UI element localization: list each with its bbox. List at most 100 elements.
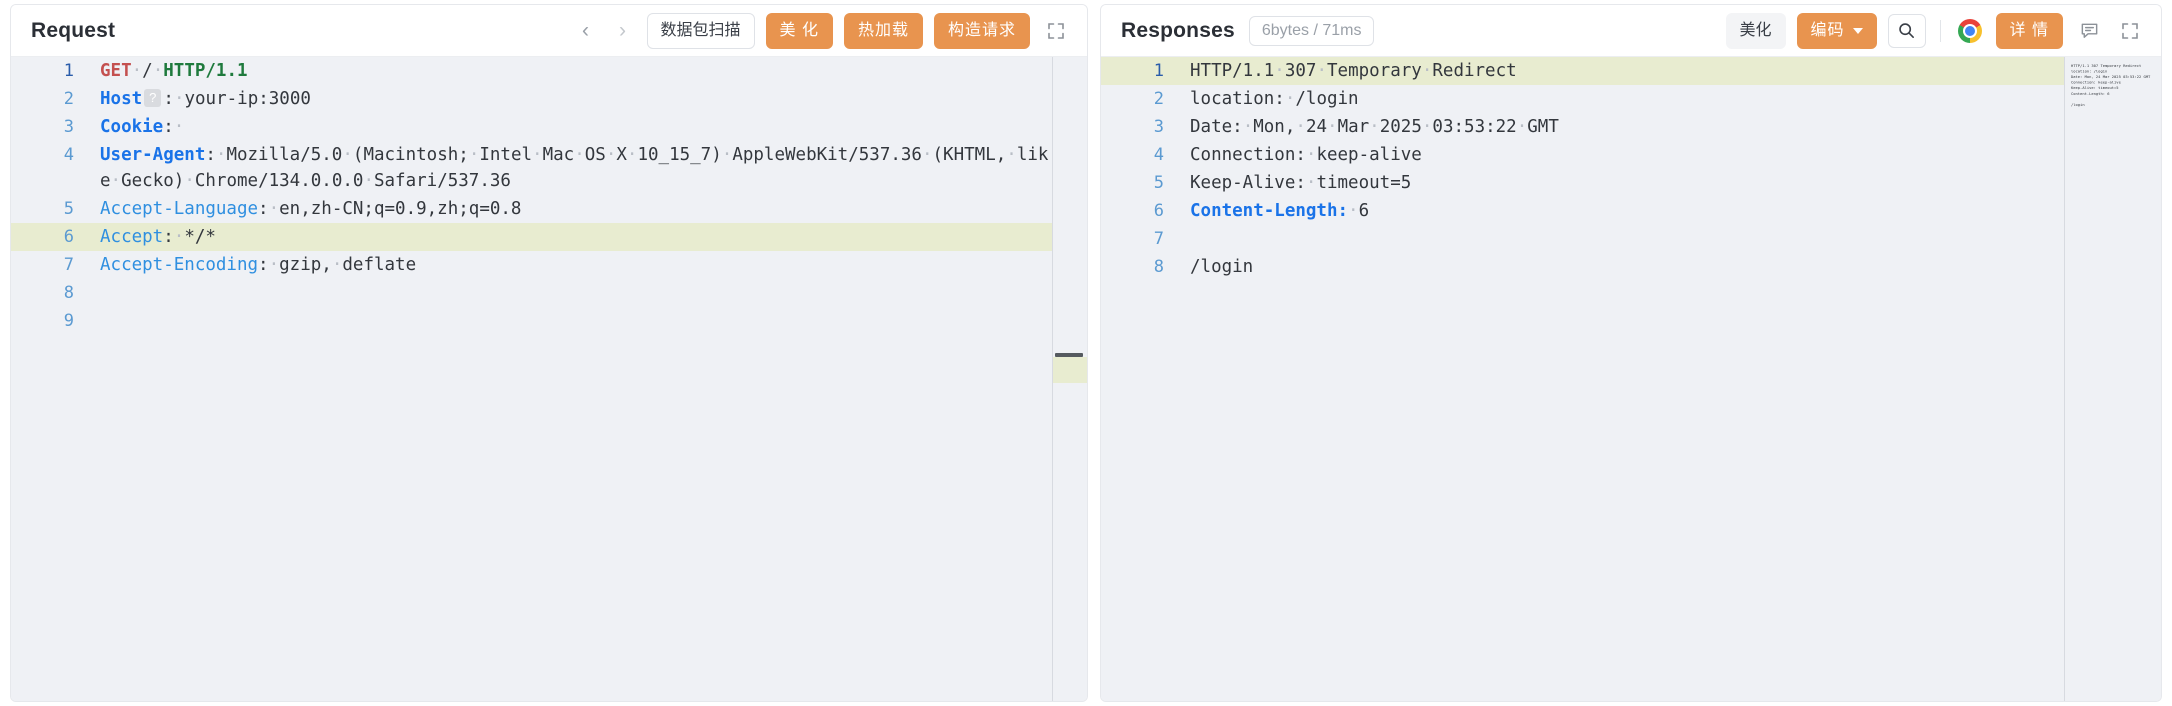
line-content: Accept-Language:·en,zh-CN;q=0.9,zh;q=0.8 xyxy=(92,195,1052,223)
code-token: · xyxy=(468,145,480,165)
code-token: Mar xyxy=(1337,117,1370,137)
line-content: Date:·Mon,·24·Mar·2025·03:53:22·GMT xyxy=(1182,113,2064,141)
code-token: : xyxy=(163,227,174,247)
response-beautify-button[interactable]: 美化 xyxy=(1725,12,1786,49)
line-number: 9 xyxy=(63,311,74,331)
code-line[interactable]: 9 xyxy=(11,307,1052,335)
response-minimap[interactable]: HTTP/1.1 307 Temporary Redirect location… xyxy=(2064,57,2161,701)
packet-scan-button[interactable]: 数据包扫描 xyxy=(646,12,755,49)
code-token: 6 xyxy=(1358,201,1370,221)
code-token: en,zh-CN;q=0.9,zh;q=0.8 xyxy=(279,199,522,219)
code-token: · xyxy=(1516,117,1528,137)
line-number: 3 xyxy=(63,117,74,137)
code-token: Accept xyxy=(100,227,164,247)
expand-icon[interactable] xyxy=(1041,16,1071,46)
expand-icon[interactable] xyxy=(2115,16,2145,46)
code-token: · xyxy=(1006,145,1017,165)
line-number: 4 xyxy=(63,145,74,165)
code-token: (KHTML, xyxy=(932,145,1007,165)
code-token: · xyxy=(1316,61,1327,81)
line-number: 7 xyxy=(63,255,74,275)
code-token: · xyxy=(1421,61,1433,81)
hot-reload-button[interactable]: 热加载 xyxy=(843,12,923,49)
line-number: 3 xyxy=(1153,117,1164,137)
code-token: · xyxy=(173,117,185,137)
code-line[interactable]: 4 Connection:·keep-alive xyxy=(1101,141,2064,169)
comment-icon[interactable] xyxy=(2074,16,2104,46)
code-token: Intel xyxy=(479,145,533,165)
detail-button[interactable]: 详 情 xyxy=(1995,12,2063,49)
code-token: · xyxy=(721,145,733,165)
code-token: · xyxy=(342,145,353,165)
encode-dropdown-button[interactable]: 编码 xyxy=(1796,12,1877,49)
line-number: 4 xyxy=(1153,145,1164,165)
request-minimap-highlight xyxy=(1053,357,1087,383)
code-token: : xyxy=(205,145,216,165)
encode-label: 编码 xyxy=(1810,21,1845,39)
beautify-button[interactable]: 美 化 xyxy=(765,12,833,49)
line-number: 6 xyxy=(11,223,92,251)
code-token: keep-alive xyxy=(1316,145,1422,165)
chevron-down-icon xyxy=(1852,27,1863,34)
code-token: /login xyxy=(1295,89,1359,109)
chrome-icon[interactable] xyxy=(1955,16,1985,46)
code-token: · xyxy=(1295,117,1306,137)
line-number: 8 xyxy=(63,283,74,303)
code-line[interactable]: 7 xyxy=(1101,225,2064,253)
code-token: · xyxy=(131,61,143,81)
code-token: Redirect xyxy=(1432,61,1517,81)
code-token: : xyxy=(163,89,174,109)
code-token: 2025 xyxy=(1379,117,1422,137)
code-token: deflate xyxy=(342,255,417,275)
code-token: : xyxy=(163,117,174,137)
code-token: · xyxy=(1421,117,1433,137)
code-token: (Macintosh; xyxy=(352,145,469,165)
code-token: /login xyxy=(1190,257,1254,277)
line-content: Connection:·keep-alive xyxy=(1182,141,2064,169)
code-line[interactable]: 8/login xyxy=(1101,253,2064,281)
next-packet-button[interactable]: › xyxy=(619,18,626,42)
code-token: HTTP/1.1 xyxy=(1190,61,1275,81)
code-token: AppleWebKit/537.36 xyxy=(732,145,922,165)
code-line[interactable]: 8 xyxy=(11,279,1052,307)
line-content: /login xyxy=(1182,253,2064,281)
line-number: 2 xyxy=(1153,89,1164,109)
code-token: : xyxy=(258,255,269,275)
line-content xyxy=(92,307,1052,335)
code-token: Chrome/134.0.0.0 xyxy=(194,171,364,191)
code-token[interactable]: ? xyxy=(144,89,162,107)
response-panel-title: Responses xyxy=(1121,18,1235,42)
request-scrollbar-thumb[interactable] xyxy=(1055,353,1083,357)
code-token: · xyxy=(1305,173,1317,193)
prev-packet-button[interactable]: ‹ xyxy=(582,18,589,42)
code-token: 24 xyxy=(1305,117,1328,137)
code-token: · xyxy=(626,145,638,165)
code-token: · xyxy=(152,61,164,81)
build-request-button[interactable]: 构造请求 xyxy=(933,12,1030,49)
code-token: GET xyxy=(100,61,132,81)
code-token: · xyxy=(1274,61,1285,81)
line-content: Content-Length:·6 xyxy=(1182,197,2064,225)
request-scroll-strip[interactable] xyxy=(1052,57,1087,701)
code-token: Mon, xyxy=(1253,117,1296,137)
code-token: GMT xyxy=(1527,117,1559,137)
search-icon[interactable] xyxy=(1887,13,1926,48)
